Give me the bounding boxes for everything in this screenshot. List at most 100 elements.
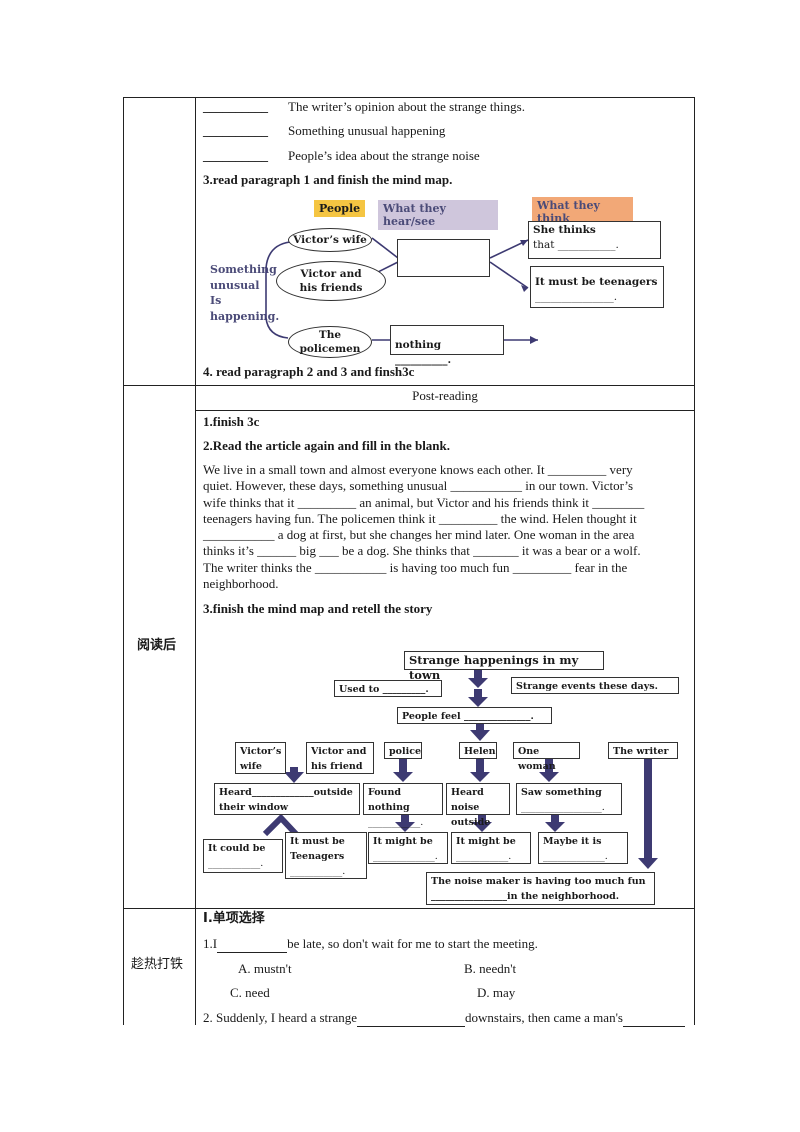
box-line: It might be <box>456 836 516 847</box>
box-line: ___________. <box>456 851 512 862</box>
col-hear-label: What they hear/see <box>378 200 498 230</box>
table-border-left <box>123 97 124 1025</box>
task1-heading: 1.finish 3c <box>203 414 260 429</box>
strange-events-box: Strange events these days. <box>511 677 679 694</box>
cloze-line: quiet. However, these days, something un… <box>203 478 634 494</box>
box-line: The noise maker is having too much fun <box>431 876 646 887</box>
box-line: wife <box>240 761 262 772</box>
box-line: outside <box>451 817 491 828</box>
answer-blank[interactable] <box>357 1010 466 1027</box>
task4-heading: 4. read paragraph 2 and 3 and finsh3c <box>203 364 415 379</box>
maybe-box: Maybe it is _____________. <box>538 832 628 864</box>
post-reading-header-line <box>195 410 695 411</box>
mindmap2-title: Strange happenings in my town <box>404 651 604 682</box>
task2-heading: 2.Read the article again and fill in the… <box>203 438 451 453</box>
heard-noise-box: Heard noise outside <box>446 783 510 828</box>
cloze-line: thinks it’s ______ big ___ be a dog. She… <box>203 543 641 559</box>
exercise-section-heading: I.单项选择 <box>203 911 265 926</box>
policemen-oval: The policemen <box>288 326 372 358</box>
option-d[interactable]: D. may <box>477 985 516 1000</box>
box-line: It must be <box>290 836 345 847</box>
hear-answer-box[interactable] <box>397 239 490 277</box>
table-divider-column <box>195 97 196 1025</box>
box-line: ___________. <box>208 858 264 869</box>
box-line: Saw something <box>521 787 602 798</box>
box-line: It might be <box>373 836 433 847</box>
post-reading-side-label: 阅读后 <box>137 638 177 653</box>
must-be-box: It must be Teenagers ___________. <box>285 832 367 879</box>
box-line: ________________in the neighborhood. <box>431 891 620 902</box>
question-1: 1.I be late, so don't wait for me to sta… <box>203 936 538 953</box>
victors-wife-oval: Victor’s wife <box>288 228 372 252</box>
cloze-paragraph: We live in a small town and almost every… <box>203 462 691 592</box>
table-border-top <box>123 97 695 98</box>
police-box: police <box>384 742 422 759</box>
saw-something-box: Saw something _________________. <box>516 783 622 815</box>
answer-blank[interactable] <box>622 1010 685 1027</box>
blank: __________ <box>203 99 268 114</box>
root-line: unusual <box>210 278 260 292</box>
box-line: ___________. <box>290 866 346 877</box>
question-text: 1.I <box>203 936 218 951</box>
oval-line: Victor and <box>300 268 362 280</box>
row-divider-1 <box>123 385 695 386</box>
exercise-side-label: 趁热打铁 <box>131 957 184 972</box>
task3-heading: 3.read paragraph 1 and finish the mind m… <box>203 172 453 187</box>
people-feel-box: People feel ______________. <box>397 707 552 724</box>
root-line: Is <box>210 294 222 307</box>
box-line: his friend <box>311 761 363 772</box>
she-thinks-box: She thinks that ___________. <box>528 221 661 259</box>
box-line: Maybe it is <box>543 836 602 847</box>
blank: __________ <box>203 123 268 138</box>
box-line: Found nothing <box>368 787 410 813</box>
col-people-label: People <box>314 200 366 217</box>
box-line: Teenagers <box>290 851 345 862</box>
table-border-right <box>694 97 695 1025</box>
cloze-line: We live in a small town and almost every… <box>203 462 633 477</box>
box-line: their window <box>219 802 289 813</box>
question-2: 2. Suddenly, I heard a strange downstair… <box>203 1010 685 1027</box>
option-b[interactable]: B. needn't <box>464 961 517 976</box>
option-a[interactable]: A. mustn't <box>238 961 292 976</box>
found-nothing-box: Found nothing ___________. <box>363 783 443 828</box>
cloze-line: The writer thinks the ___________ is hav… <box>203 559 628 575</box>
box-line: Victor’s <box>240 746 282 757</box>
row-divider-2 <box>123 908 695 909</box>
one-woman-box: One woman <box>513 742 580 772</box>
helen-box: Helen <box>459 742 497 759</box>
task3-post-heading: 3.finish the mind map and retell the sto… <box>203 601 433 616</box>
box-line: _____________. <box>373 851 438 862</box>
box-line: ___________. <box>368 817 424 828</box>
box-line: that ___________. <box>533 239 619 251</box>
order-item-2: __________ Something unusual happening <box>203 123 445 139</box>
box-line: _________________. <box>521 802 605 813</box>
post-reading-header: Post-reading <box>412 388 478 403</box>
box-line: It must be teenagers <box>535 276 658 288</box>
victors-wife-box: Victor’s wife <box>235 742 286 774</box>
box-line: It could be <box>208 843 266 854</box>
heard-window-box: Heard_____________outside their window <box>214 783 360 815</box>
victor-friends-oval: Victor and his friends <box>276 261 386 301</box>
order-text: Something unusual happening <box>288 123 446 138</box>
question-text: downstairs, then came a man's <box>465 1010 623 1025</box>
cloze-line: neighborhood. <box>203 576 279 592</box>
root-line: Something <box>210 263 277 276</box>
order-text: People’s idea about the strange noise <box>288 148 480 163</box>
mindmap1-root: Something unusual Is happening. <box>210 262 279 324</box>
question-text: 2. Suddenly, I heard a strange <box>203 1010 358 1025</box>
used-to-box: Used to _________. <box>334 680 442 697</box>
cloze-line: wife thinks that it _________ an animal,… <box>203 494 645 510</box>
question-text: be late, so don't wait for me to start t… <box>287 936 538 951</box>
box-line: Victor and <box>311 746 367 757</box>
answer-blank[interactable] <box>217 936 288 953</box>
order-item-1: __________ The writer’s opinion about th… <box>203 99 525 115</box>
option-c[interactable]: C. need <box>230 985 270 1000</box>
box-line: Heard noise <box>451 787 484 813</box>
could-be-box: It could be ___________. <box>203 839 283 873</box>
box-line: Heard_____________outside <box>219 787 353 798</box>
victor-friend-box: Victor and his friend <box>306 742 374 774</box>
blank: __________ <box>203 148 268 163</box>
oval-line: his friends <box>299 282 363 294</box>
noise-maker-box: The noise maker is having too much fun _… <box>426 872 655 905</box>
